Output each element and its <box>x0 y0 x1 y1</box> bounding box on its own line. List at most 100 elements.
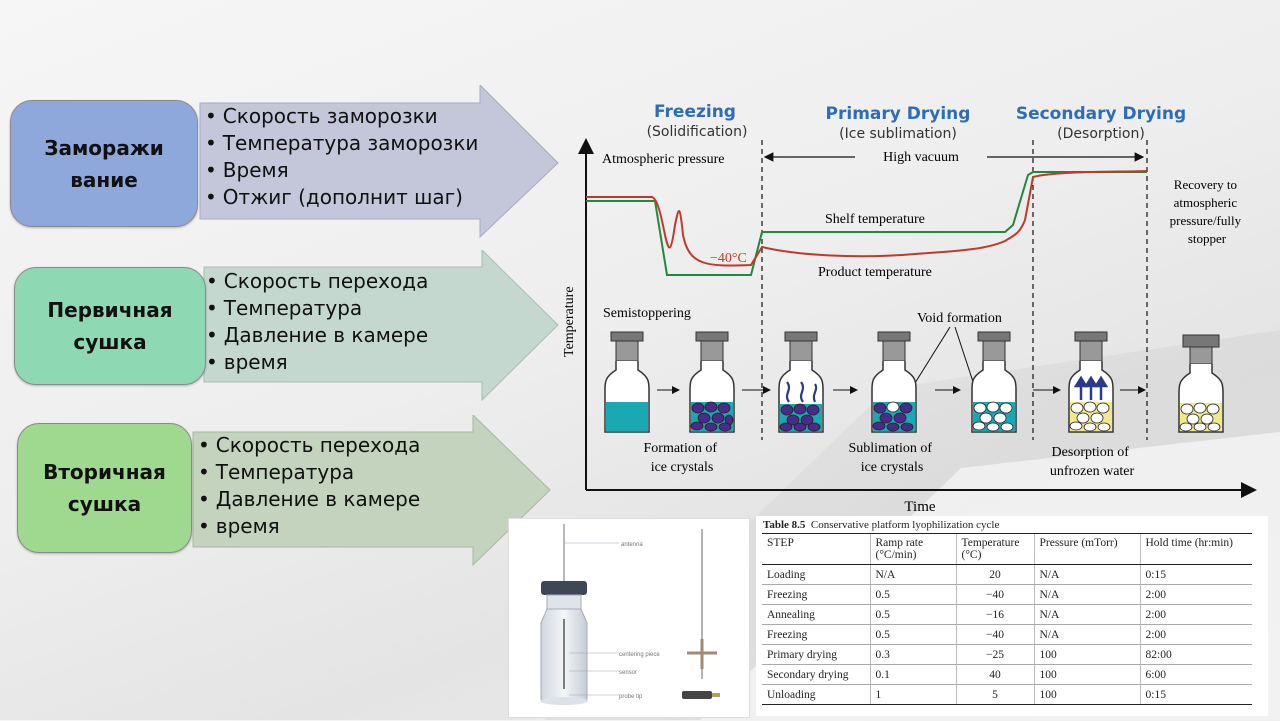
lyophilization-table-panel: Table 8.5 Conservative platform lyophili… <box>756 516 1268 716</box>
table-cell: N/A <box>1033 604 1140 625</box>
bullet-item: Температура <box>206 295 428 322</box>
product-temperature-curve <box>586 170 1148 267</box>
table-cell: −40 <box>955 584 1034 605</box>
table-cell: 0.5 <box>869 604 956 625</box>
high-vacuum-label: High vacuum <box>883 150 959 165</box>
table-cell: Freezing <box>762 624 870 645</box>
table-cell: N/A <box>1033 564 1140 585</box>
table-cell: 0:15 <box>1139 564 1252 585</box>
stage-freezing: Заморажи вание Скорость заморозки Темпера… <box>10 85 560 240</box>
table-cell: 82:00 <box>1139 644 1252 665</box>
stage-bullet-list: Скорость перехода Температура Давление в… <box>206 268 429 376</box>
bullet-item: время <box>206 349 428 376</box>
table-cell: N/A <box>1033 584 1140 605</box>
vial-ice-crystals <box>689 331 735 433</box>
table-cell: −25 <box>955 644 1034 665</box>
stage-bullet-list: Скорость перехода Температура Давление в… <box>198 432 421 540</box>
desorption-caption: Desorption of unfrozen water <box>1050 445 1135 479</box>
table-cell: 5 <box>955 684 1034 705</box>
bullet-item: Температура <box>198 459 420 486</box>
phase-subtitle-freezing: (Solidification) <box>647 124 748 140</box>
table-cell: 1 <box>869 684 956 705</box>
stage-title-line2: сушка <box>67 492 142 516</box>
vial-dried-cake <box>971 331 1017 433</box>
caption-line: ice crystals <box>651 460 714 475</box>
table-cell: 2:00 <box>1139 624 1252 645</box>
shelf-temperature-label: Shelf temperature <box>825 212 925 227</box>
table-cell: 0:15 <box>1139 684 1252 705</box>
probe-label: centering piece <box>619 652 660 658</box>
table-header: Pressure (mTorr) <box>1033 533 1140 565</box>
bullet-item: Скорость заморозки <box>205 103 478 130</box>
product-temperature-label: Product temperature <box>818 265 932 280</box>
table-cell: 6:00 <box>1139 664 1252 685</box>
recovery-line: stopper <box>1188 231 1227 246</box>
table-header: STEP <box>762 533 870 565</box>
sublimation-caption: Sublimation of ice crystals <box>848 441 935 475</box>
table-caption-text: Conservative platform lyophilization cyc… <box>810 519 1000 531</box>
stage-title-line2: сушка <box>73 330 147 354</box>
table-header: Temperature (°C) <box>955 533 1034 565</box>
atmospheric-pressure-label: Atmospheric pressure <box>602 152 724 167</box>
stage-bullet-list: Скорость заморозки Температура заморозки… <box>205 103 479 211</box>
lyophilization-diagram: Freezing (Solidification) Primary Drying… <box>562 102 1257 515</box>
stage-title-line2: вание <box>70 167 138 192</box>
phase-subtitle-primary: (Ice sublimation) <box>839 126 957 142</box>
probe-label: probe tip <box>619 694 643 700</box>
phase-subtitle-secondary: (Desorption) <box>1057 126 1145 142</box>
void-formation-label: Void formation <box>917 311 1002 326</box>
caption-line: Formation of <box>644 441 718 456</box>
table-cell: 40 <box>955 664 1034 685</box>
table-cell: −40 <box>955 624 1034 645</box>
table-header-row: STEP Ramp rate (°C/min) Temperature (°C)… <box>762 533 1252 565</box>
probe-illustration: antenna centering piece sensor probe tip <box>540 524 720 705</box>
table-cell: 0.1 <box>869 664 956 685</box>
table-header: Ramp rate (°C/min) <box>869 533 956 565</box>
table-cell: Secondary drying <box>762 664 870 685</box>
minus40-label: −40°C <box>710 251 747 266</box>
vial-liquid <box>604 331 650 433</box>
vial-void <box>871 331 917 433</box>
table-cell: 100 <box>1033 664 1140 685</box>
y-axis-label: Temperature <box>562 286 577 357</box>
caption-line: ice crystals <box>861 460 924 475</box>
table-cell: −16 <box>955 604 1034 625</box>
table-cell: N/A <box>1033 624 1140 645</box>
x-axis-label: Time <box>904 499 935 515</box>
bullet-item: Давление в камере <box>206 322 428 349</box>
stage-title-box: Заморажи вание <box>10 100 198 227</box>
semistoppering-label: Semistoppering <box>603 306 691 321</box>
bullet-item: Температура заморозки <box>205 130 479 157</box>
stage-title-line1: Заморажи <box>44 135 164 160</box>
table-cell: 100 <box>1033 644 1140 665</box>
vial-desorption <box>1068 331 1114 433</box>
bullet-item: Отжиг (дополнит шаг) <box>205 184 478 211</box>
caption-line: unfrozen water <box>1050 464 1135 479</box>
recovery-line: pressure/fully <box>1170 213 1242 228</box>
probe-photo: antenna centering piece sensor probe tip <box>508 518 750 718</box>
table-caption-number: Table 8.5 <box>763 519 806 531</box>
bullet-item: Скорость перехода <box>198 432 421 459</box>
phase-title-primary: Primary Drying <box>826 104 971 124</box>
table-cell: N/A <box>869 564 956 585</box>
table-cell: 0.3 <box>869 644 956 665</box>
table-cell: 0.5 <box>869 584 956 605</box>
recovery-line: Recovery to <box>1174 177 1237 192</box>
bullet-item: время <box>198 513 420 540</box>
recovery-label: Recovery to atmospheric pressure/fully s… <box>1170 177 1245 246</box>
table-cell: Annealing <box>762 604 870 625</box>
phase-title-freezing: Freezing <box>654 102 736 122</box>
table-cell: 2:00 <box>1139 604 1252 625</box>
bullet-item: Давление в камере <box>198 486 420 513</box>
table-cell: 2:00 <box>1139 584 1252 605</box>
table-header: Hold time (hr:min) <box>1139 533 1252 565</box>
